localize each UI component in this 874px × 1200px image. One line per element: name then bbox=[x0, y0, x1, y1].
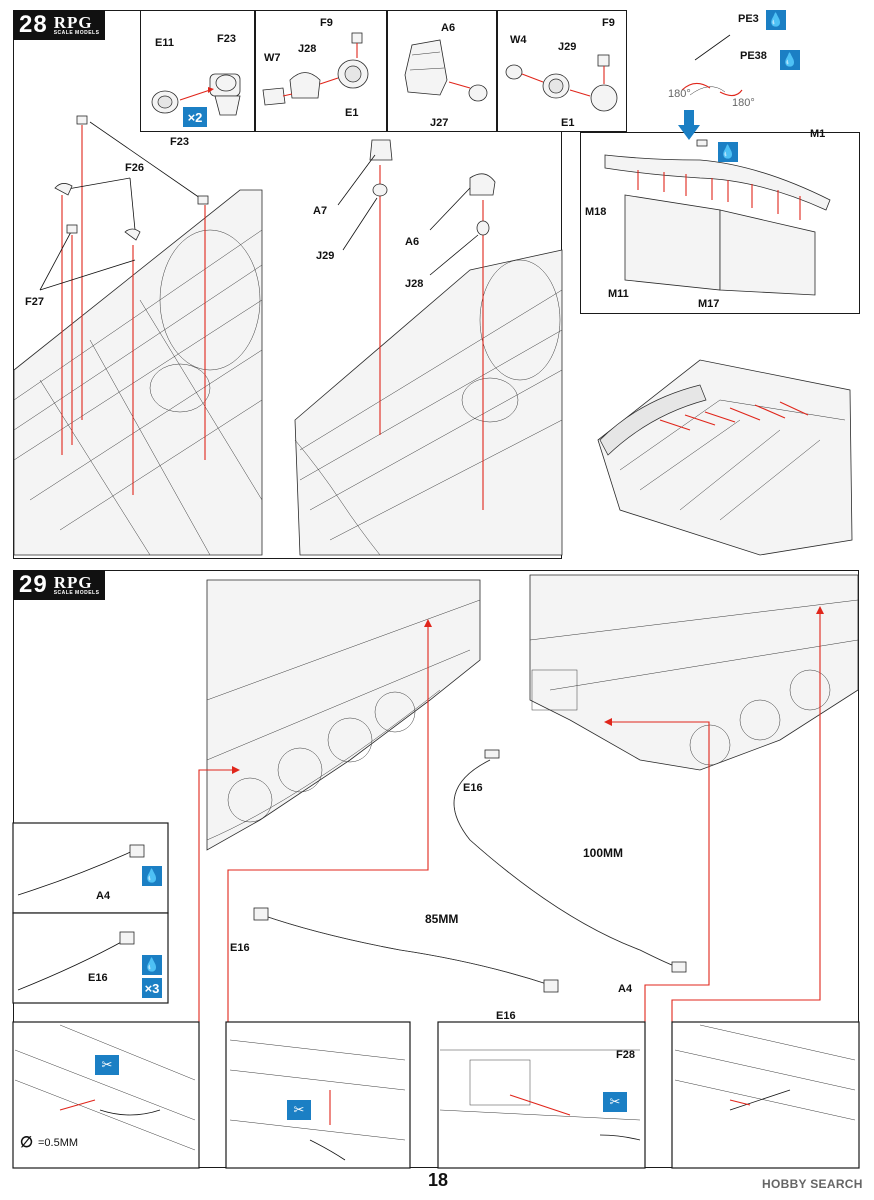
drill-diameter-icon: ∅ bbox=[20, 1134, 34, 1151]
brand-logo: RPG SCALE MODELS bbox=[53, 573, 100, 596]
label-85mm: 85MM bbox=[425, 912, 459, 926]
step-number: 28 bbox=[19, 11, 48, 38]
glue-drop-icon: 💧 bbox=[718, 142, 738, 162]
drill-note: =0.5MM bbox=[38, 1137, 79, 1149]
label-j27: J27 bbox=[430, 117, 449, 129]
brand-logo: RPG SCALE MODELS bbox=[53, 13, 100, 36]
label-a6: A6 bbox=[441, 22, 456, 34]
glue-drop-icon: 💧 bbox=[766, 10, 786, 30]
label-f28: F28 bbox=[616, 1049, 635, 1061]
label-e16-cable2-left: E16 bbox=[230, 942, 250, 954]
label-e16-inset: E16 bbox=[88, 972, 108, 984]
glue-drop-icon: 💧 bbox=[142, 955, 162, 975]
cut-icon: ✂ bbox=[95, 1055, 119, 1075]
step-29-badge: 29 RPG SCALE MODELS bbox=[13, 570, 106, 600]
label-w4: W4 bbox=[510, 34, 527, 46]
glue-drop-icon: 💧 bbox=[780, 50, 800, 70]
label-e1-b: E1 bbox=[561, 117, 575, 129]
label-j29: J29 bbox=[558, 41, 577, 53]
cut-icon: ✂ bbox=[603, 1092, 627, 1112]
step-number: 29 bbox=[19, 571, 48, 598]
label-j29-main: J29 bbox=[316, 250, 335, 262]
label-f26-main: F26 bbox=[125, 162, 144, 174]
multiplier-badge: ×3 bbox=[142, 978, 162, 998]
multiplier-badge: ×2 bbox=[183, 107, 207, 127]
label-f9-b: F9 bbox=[602, 17, 615, 29]
page-number: 18 bbox=[428, 1170, 449, 1190]
glue-drop-icon: 💧 bbox=[142, 866, 162, 886]
label-m17: M17 bbox=[698, 298, 720, 310]
label-a4-cable1: A4 bbox=[618, 983, 633, 995]
label-a4-inset: A4 bbox=[96, 890, 111, 902]
label-e16-cable1: E16 bbox=[463, 782, 483, 794]
label-a6-main: A6 bbox=[405, 236, 420, 248]
label-m11: M11 bbox=[608, 288, 629, 300]
watermark: HOBBY SEARCH bbox=[762, 1177, 863, 1191]
label-j28: J28 bbox=[298, 43, 317, 55]
label-e16-cable2-right: E16 bbox=[496, 1010, 516, 1022]
label-pe38: PE38 bbox=[740, 50, 767, 62]
label-m18: M18 bbox=[585, 206, 607, 218]
label-m1: M1 bbox=[810, 128, 826, 140]
label-100mm: 100MM bbox=[583, 846, 624, 860]
label-180-right: 180° bbox=[732, 97, 755, 109]
cut-icon: ✂ bbox=[287, 1100, 311, 1120]
label-pe3: PE3 bbox=[738, 13, 759, 25]
label-f23: F23 bbox=[217, 33, 236, 45]
label-e11: E11 bbox=[155, 37, 174, 49]
label-e1: E1 bbox=[345, 107, 359, 119]
step-28-badge: 28 RPG SCALE MODELS bbox=[13, 10, 106, 40]
label-w7: W7 bbox=[264, 52, 281, 64]
label-f27-main: F27 bbox=[25, 296, 44, 308]
label-f23-main: F23 bbox=[170, 136, 189, 148]
label-j28-main: J28 bbox=[405, 278, 424, 290]
label-f9: F9 bbox=[320, 17, 333, 29]
label-a7: A7 bbox=[313, 205, 328, 217]
label-180-left: 180° bbox=[668, 88, 691, 100]
